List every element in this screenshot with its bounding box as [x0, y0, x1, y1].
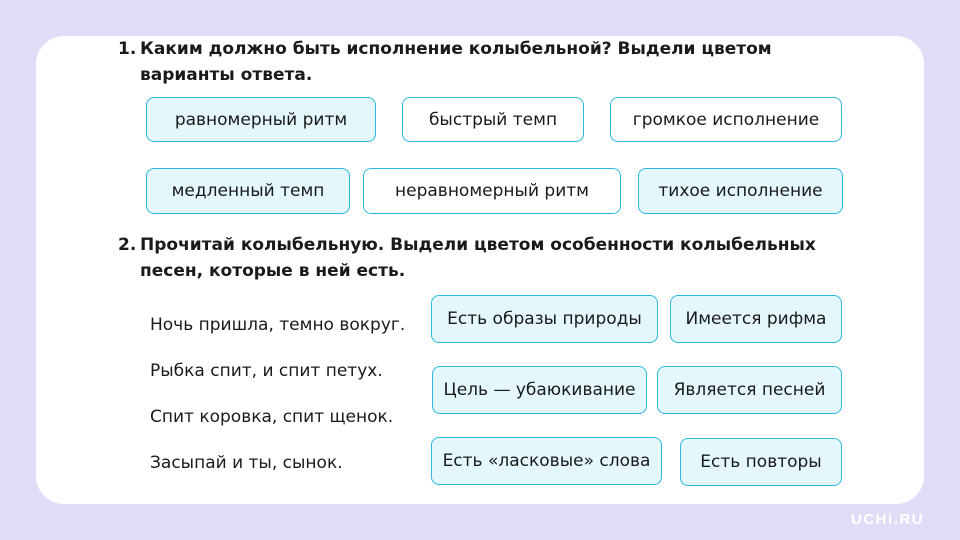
question-1-text-line2: варианты ответа. — [140, 65, 313, 85]
poem-line: Спит коровка, спит щенок. — [150, 407, 394, 427]
q2-option-lulling-purpose[interactable]: Цель — убаюкивание — [432, 366, 647, 414]
poem-line: Ночь пришла, темно вокруг. — [150, 315, 406, 335]
q1-option-uneven-rhythm[interactable]: неравномерный ритм — [363, 168, 621, 214]
q2-option-affectionate-words[interactable]: Есть «ласковые» слова — [431, 437, 662, 485]
poem-line: Рыбка спит, и спит петух. — [150, 361, 383, 381]
q2-option-rhyme[interactable]: Имеется рифма — [670, 295, 842, 343]
q2-option-nature-images[interactable]: Есть образы природы — [431, 295, 658, 343]
question-2-text-line2: песен, которые в ней есть. — [140, 261, 406, 281]
q2-option-repetitions[interactable]: Есть повторы — [680, 438, 842, 486]
question-1: 1. Каким должно быть исполнение колыбель… — [118, 36, 898, 92]
q1-option-even-rhythm[interactable]: равномерный ритм — [146, 97, 376, 142]
brand-logo: UCHi.RU — [851, 511, 924, 528]
q1-option-quiet-performance[interactable]: тихое исполнение — [638, 168, 843, 214]
question-1-text-line1: Каким должно быть исполнение колыбельной… — [140, 39, 772, 59]
question-2-text-line1: Прочитай колыбельную. Выдели цветом особ… — [140, 235, 816, 255]
question-2: 2. Прочитай колыбельную. Выдели цветом о… — [118, 232, 898, 288]
q1-option-fast-tempo[interactable]: быстрый темп — [402, 97, 584, 142]
q2-option-is-song[interactable]: Является песней — [657, 366, 842, 414]
question-1-number: 1. — [118, 39, 137, 59]
q1-option-loud-performance[interactable]: громкое исполнение — [610, 97, 842, 142]
question-2-number: 2. — [118, 235, 137, 255]
poem-line: Засыпай и ты, сынок. — [150, 453, 343, 473]
q1-option-slow-tempo[interactable]: медленный темп — [146, 168, 350, 214]
